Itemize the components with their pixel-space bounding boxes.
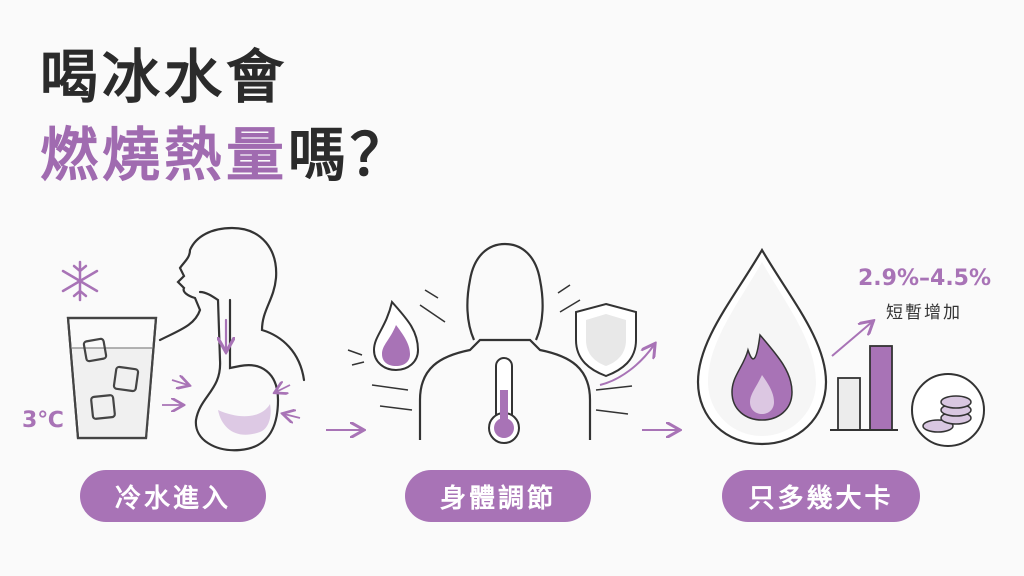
body-icon (418, 242, 592, 440)
snowflake-icon (61, 260, 99, 302)
thermometer-icon (488, 357, 520, 444)
step-label-3: 只多幾大卡 (748, 483, 894, 514)
title-highlight: 燃燒熱量 (40, 121, 289, 189)
increase-caption: 短暫增加 (886, 303, 962, 323)
step-label-1: 冷水進入 (114, 483, 231, 514)
step-pill-2: 身體調節 (405, 470, 591, 522)
shield-icon (575, 302, 637, 378)
title-line-2: 燃燒熱量嗎？ (40, 126, 412, 184)
increase-range: 2.9%–4.5% (858, 266, 992, 291)
arrow-icon (162, 380, 301, 418)
glass-icon (66, 316, 158, 440)
step-pill-3: 只多幾大卡 (722, 470, 920, 522)
emphasis-lines (347, 284, 633, 415)
title-text-1: 喝冰水會 (40, 43, 289, 111)
title-line-1: 喝冰水會 (40, 48, 288, 106)
stomach-icon (158, 226, 306, 452)
title-rest: 嗎？ (288, 121, 413, 189)
flame-icon (372, 299, 420, 372)
step-pill-1: 冷水進入 (80, 470, 266, 522)
coins-icon (911, 373, 985, 447)
flame-icon (731, 333, 793, 421)
step-label-2: 身體調節 (439, 483, 556, 514)
bar-chart-icon (830, 322, 898, 431)
temperature-label: 3℃ (22, 408, 64, 433)
arrow-icon (599, 345, 654, 386)
